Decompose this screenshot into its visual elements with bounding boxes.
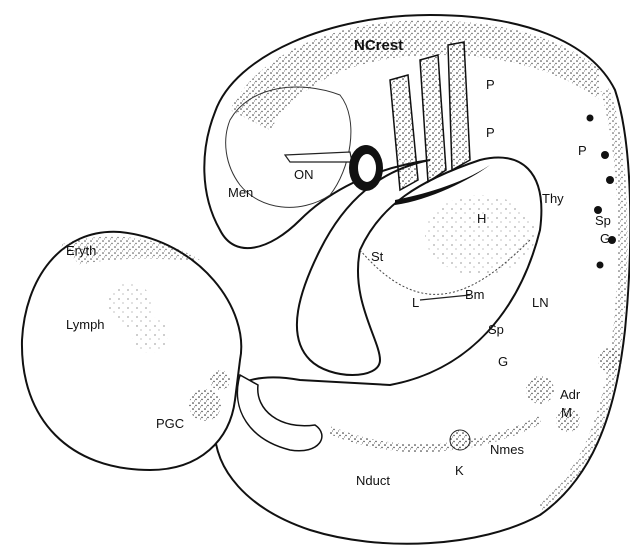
label-adr: Adr: [560, 388, 580, 401]
label-h: H: [477, 212, 486, 225]
label-p1: P: [486, 78, 495, 91]
label-lymph: Lymph: [66, 318, 105, 331]
label-men: Men: [228, 186, 253, 199]
label-m: M: [561, 406, 572, 419]
label-on: ON: [294, 168, 314, 181]
label-st: St: [371, 250, 383, 263]
label-p3: P: [578, 144, 587, 157]
label-sp2: Sp: [488, 323, 504, 336]
label-ncrest: NCrest: [354, 38, 403, 53]
label-p2: P: [486, 126, 495, 139]
heart-stipple: [425, 195, 535, 275]
label-l: L: [412, 296, 419, 309]
eye-inner: [358, 154, 376, 182]
label-pgc: PGC: [156, 417, 184, 430]
liver-line: [420, 295, 470, 300]
yolk-sac: [22, 232, 241, 470]
label-g1: G: [600, 232, 610, 245]
label-nduct: Nduct: [356, 474, 390, 487]
label-eryth: Eryth: [66, 244, 96, 257]
label-sp1: Sp: [595, 214, 611, 227]
label-g2: G: [498, 355, 508, 368]
label-thy: Thy: [542, 192, 564, 205]
label-nmes: Nmes: [490, 443, 524, 456]
label-ln: LN: [532, 296, 549, 309]
label-k: K: [455, 464, 464, 477]
kidney-mark: [450, 430, 470, 450]
label-bm: Bm: [465, 288, 485, 301]
